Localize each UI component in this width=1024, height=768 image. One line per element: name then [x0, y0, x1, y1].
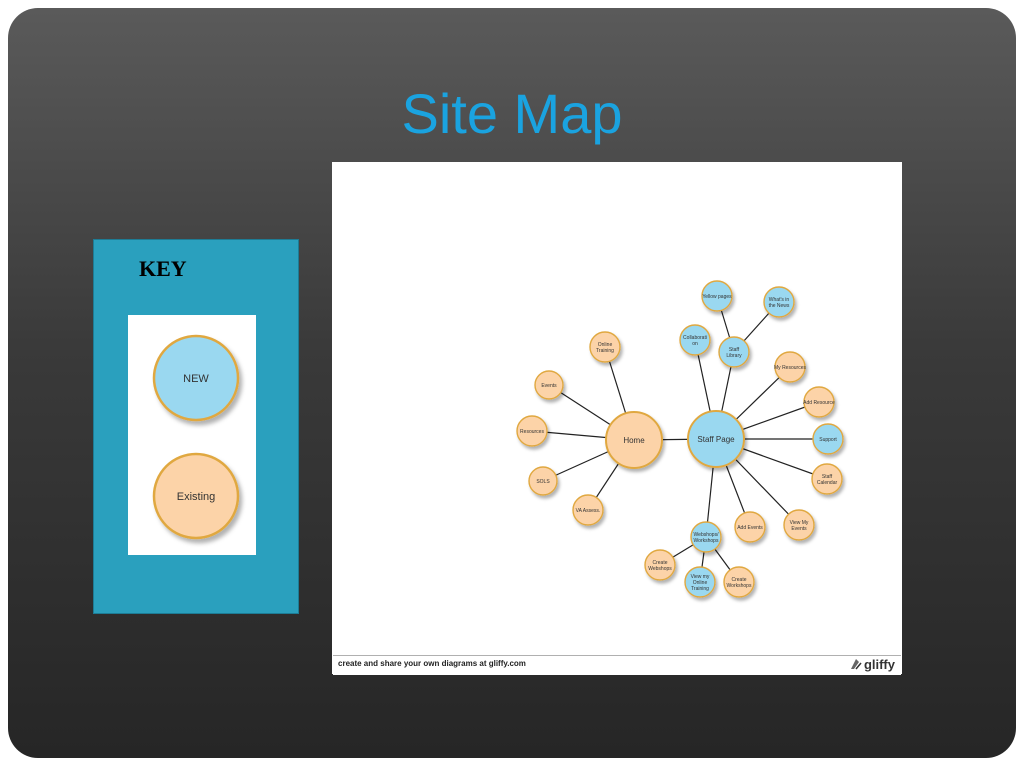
- node-circle-create-workshops: [723, 566, 755, 598]
- node-my-resources[interactable]: My Resources: [774, 351, 806, 383]
- node-circle-sols: [528, 466, 558, 496]
- node-staff-page[interactable]: Staff Page: [687, 410, 745, 468]
- key-existing-label: Existing: [177, 491, 216, 503]
- node-label-yellow-pages: Yellow pages: [702, 294, 732, 300]
- node-label-webshops-workshops: Webshops/Workshops: [694, 532, 720, 544]
- node-label-events: Events: [541, 383, 557, 389]
- node-circle-view-my-online-training: [684, 566, 716, 598]
- node-circle-whats-in-the-news: [763, 286, 795, 318]
- key-item-existing: Existing: [152, 452, 240, 540]
- gliffy-logo-icon: [850, 659, 862, 670]
- key-legend-box: NEW Existing: [128, 315, 256, 555]
- key-existing-circle: [152, 452, 240, 540]
- node-circle-staff-library: [718, 336, 750, 368]
- node-circle-events: [534, 370, 564, 400]
- node-events[interactable]: Events: [534, 370, 564, 400]
- node-circle-view-my-events: [783, 509, 815, 541]
- slide-title: Site Map: [401, 82, 623, 145]
- node-label-va-assess: VA Assess.: [576, 508, 601, 514]
- node-label-staff-page: Staff Page: [697, 435, 735, 444]
- node-label-sols: SOLS: [536, 479, 550, 485]
- node-va-assess[interactable]: VA Assess.: [572, 494, 604, 526]
- node-label-resources: Resources: [520, 429, 544, 435]
- node-circle-yellow-pages: [701, 280, 733, 312]
- node-label-my-resources: My Resources: [774, 365, 806, 371]
- node-circle-online-training: [589, 331, 621, 363]
- node-resources[interactable]: Resources: [516, 415, 548, 447]
- node-add-resource[interactable]: Add Resource: [803, 386, 835, 418]
- node-add-events[interactable]: Add Events: [734, 511, 766, 543]
- node-circle-collaboration: [679, 324, 711, 356]
- gliffy-logo-text: gliffy: [863, 657, 895, 672]
- node-circle-support: [812, 423, 844, 455]
- node-label-support: Support: [819, 437, 837, 443]
- key-item-new: NEW: [152, 334, 240, 422]
- node-support[interactable]: Support: [812, 423, 844, 455]
- node-circle-add-resource: [803, 386, 835, 418]
- node-label-add-events: Add Events: [737, 525, 763, 531]
- node-yellow-pages[interactable]: Yellow pages: [701, 280, 733, 312]
- key-title: KEY: [139, 256, 187, 281]
- node-home[interactable]: Home: [605, 411, 663, 469]
- node-circle-add-events: [734, 511, 766, 543]
- node-webshops-workshops[interactable]: Webshops/Workshops: [690, 521, 722, 553]
- node-label-home: Home: [623, 436, 645, 445]
- node-circle-webshops-workshops: [690, 521, 722, 553]
- key-legend-svg: NEW Existing: [152, 334, 240, 540]
- node-circle-create-webshops: [644, 549, 676, 581]
- node-circle-my-resources: [774, 351, 806, 383]
- key-new-circle: [152, 334, 240, 422]
- node-circle-staff-page: [687, 410, 745, 468]
- diagram-footer: create and share your own diagrams at gl…: [333, 655, 901, 675]
- node-circle-va-assess: [572, 494, 604, 526]
- node-sols[interactable]: SOLS: [528, 466, 558, 496]
- node-circle-resources: [516, 415, 548, 447]
- key-new-label: NEW: [183, 373, 209, 385]
- node-label-add-resource: Add Resource: [803, 400, 835, 406]
- node-circle-home: [605, 411, 663, 469]
- footer-text[interactable]: create and share your own diagrams at gl…: [338, 659, 526, 668]
- gliffy-logo[interactable]: gliffy: [850, 657, 895, 672]
- node-circle-staff-calendar: [811, 463, 843, 495]
